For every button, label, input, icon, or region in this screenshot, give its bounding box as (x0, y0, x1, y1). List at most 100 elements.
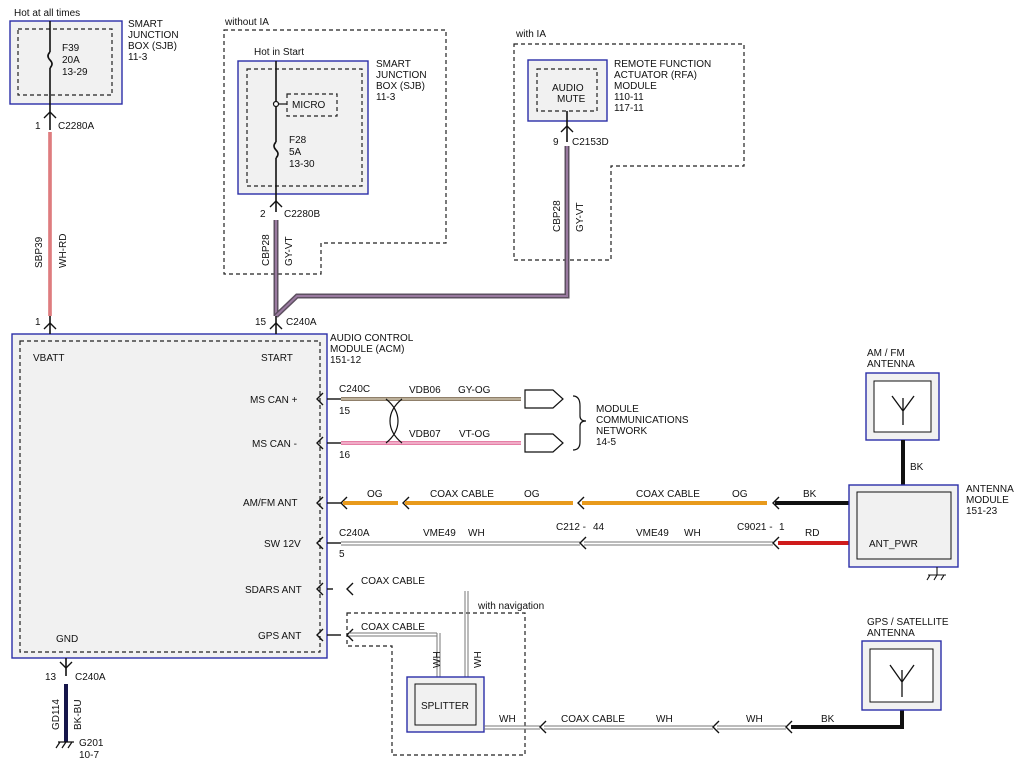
acm-sdars-label: SDARS ANT (245, 585, 302, 596)
gps-coax-bottom: COAX CABLE (561, 714, 625, 725)
antenna-module-inner (856, 491, 952, 560)
acm-name-line: MODULE (ACM) (330, 344, 404, 355)
splitter-label: SPLITTER (421, 701, 469, 712)
connector-arrow-icon (402, 496, 410, 510)
can-network-line: COMMUNICATIONS (596, 415, 689, 426)
sjb1-inner (17, 28, 113, 96)
gps-wh-mid: WH (656, 714, 673, 725)
connector-arrow-icon (772, 536, 780, 550)
gps-bk: BK (821, 714, 835, 725)
audio-mute-line: MUTE (557, 94, 586, 105)
rfa-name-line: 110-11 (614, 92, 644, 103)
sjb2-fuse-line: 5A (289, 147, 302, 158)
audio-mute-box (536, 68, 598, 112)
gps-ant-line: GPS / SATELLITE (867, 617, 949, 628)
acm-conn-top: C240A (286, 317, 317, 328)
amfm-ant-line: AM / FM (867, 348, 905, 359)
twisted-pair-icon (385, 398, 403, 444)
sjb2-fuse-line: F28 (289, 135, 307, 146)
junction-dot-icon (272, 100, 280, 108)
wire-circuit-label: SBP39 (34, 236, 45, 268)
sw12v-pin-left: 5 (339, 549, 345, 560)
can-plus-color: GY-OG (458, 385, 491, 396)
wire-color-label: WH-RD (58, 234, 69, 268)
sjb2-fuse-line: 13-30 (289, 159, 315, 170)
wire-color-label: GY-VT (284, 236, 295, 266)
sjb1-fuse-line: 20A (62, 55, 80, 66)
connector-arrow-icon (712, 720, 720, 734)
sw12v-conn-left: C240A (339, 528, 370, 539)
sjb1-name-line: SMART (128, 19, 163, 30)
sw12v-pin-right: 1 (779, 522, 785, 533)
acm-amfm-label: AM/FM ANT (243, 498, 297, 509)
connector-arrow-icon (316, 582, 324, 596)
sw12v-color2: WH (684, 528, 701, 539)
sjb1-name-line: BOX (SJB) (128, 41, 177, 52)
sjb2-name-line: 11-3 (376, 92, 396, 103)
ant-module-line: ANTENNA (966, 484, 1014, 495)
rfa-pin: 9 (553, 137, 559, 148)
can-pin-plus: 15 (339, 406, 351, 417)
acm-name-line: 151-12 (330, 355, 362, 366)
ground-name: G201 (79, 738, 104, 749)
amfm-ant-bk: BK (910, 462, 924, 473)
can-network-line: NETWORK (596, 426, 647, 437)
connector-arrow-icon (316, 436, 324, 450)
sjb2-name-line: BOX (SJB) (376, 81, 425, 92)
acm-mscan-plus-label: MS CAN + (250, 395, 298, 406)
amfm-bk: BK (803, 489, 817, 500)
splitter-box (406, 676, 485, 733)
sdars-coax: COAX CABLE (361, 576, 425, 587)
micro-box (286, 93, 338, 117)
can-plus-circuit: VDB06 (409, 385, 441, 396)
brace-icon (572, 395, 587, 451)
acm-start-label: START (261, 353, 293, 364)
gps-wh-b: WH (473, 651, 484, 668)
sw12v-pin-mid: 44 (593, 522, 605, 533)
antenna-icon (889, 664, 915, 697)
rfa-name-line: MODULE (614, 81, 657, 92)
can-connector: C240C (339, 384, 370, 395)
rfa-ia-note: with IA (515, 29, 546, 40)
fuse-icon (47, 51, 53, 69)
gps-coax-left: COAX CABLE (361, 622, 425, 633)
sw12v-rd: RD (805, 528, 819, 539)
gps-wh-a: WH (432, 651, 443, 668)
connector-arrow-icon (772, 496, 780, 510)
ground-page: 10-7 (79, 750, 99, 761)
chassis-ground-icon (926, 567, 946, 581)
sw12v-circuit2: VME49 (636, 528, 669, 539)
connector-arrow-icon (269, 200, 283, 208)
acm-sw12v-label: SW 12V (264, 539, 301, 550)
sjb2-name-line: JUNCTION (376, 70, 427, 81)
rfa-outline (513, 43, 745, 261)
wire-circuit-label: CBP28 (552, 200, 563, 232)
ant-module-line: MODULE (966, 495, 1009, 506)
acm-box (11, 333, 328, 659)
gps-wh-out: WH (499, 714, 516, 725)
acm-inner (19, 340, 321, 653)
connector-arrow-icon (560, 125, 574, 133)
acm-vbatt-label: VBATT (33, 353, 64, 364)
ground-icon (55, 741, 74, 749)
wire-gps-bk (791, 710, 904, 729)
can-network-line: MODULE (596, 404, 639, 415)
rfa-name-line: 117-11 (614, 103, 644, 114)
gps-wh-right: WH (746, 714, 763, 725)
sw12v-circuit1: VME49 (423, 528, 456, 539)
audio-mute-line: AUDIO (552, 83, 584, 94)
connector-arrow-icon (316, 536, 324, 550)
wire-color-label: BK-BU (73, 699, 84, 730)
sjb2-name-line: SMART (376, 59, 411, 70)
sjb1-name-line: 11-3 (128, 52, 148, 63)
connector-arrow-icon (340, 496, 348, 510)
sw12v-color1: WH (468, 528, 485, 539)
acm-pin-start: 15 (255, 317, 267, 328)
sjb2-hot-note: Hot in Start (254, 47, 304, 58)
sjb2-inner (246, 68, 363, 187)
wire-cbp28-right-stripe (275, 146, 568, 317)
can-network-line: 14-5 (596, 437, 616, 448)
sjb1-fuse-line: F39 (62, 43, 80, 54)
connector-arrow-icon (346, 582, 354, 596)
connector-arrow-icon (316, 628, 324, 642)
